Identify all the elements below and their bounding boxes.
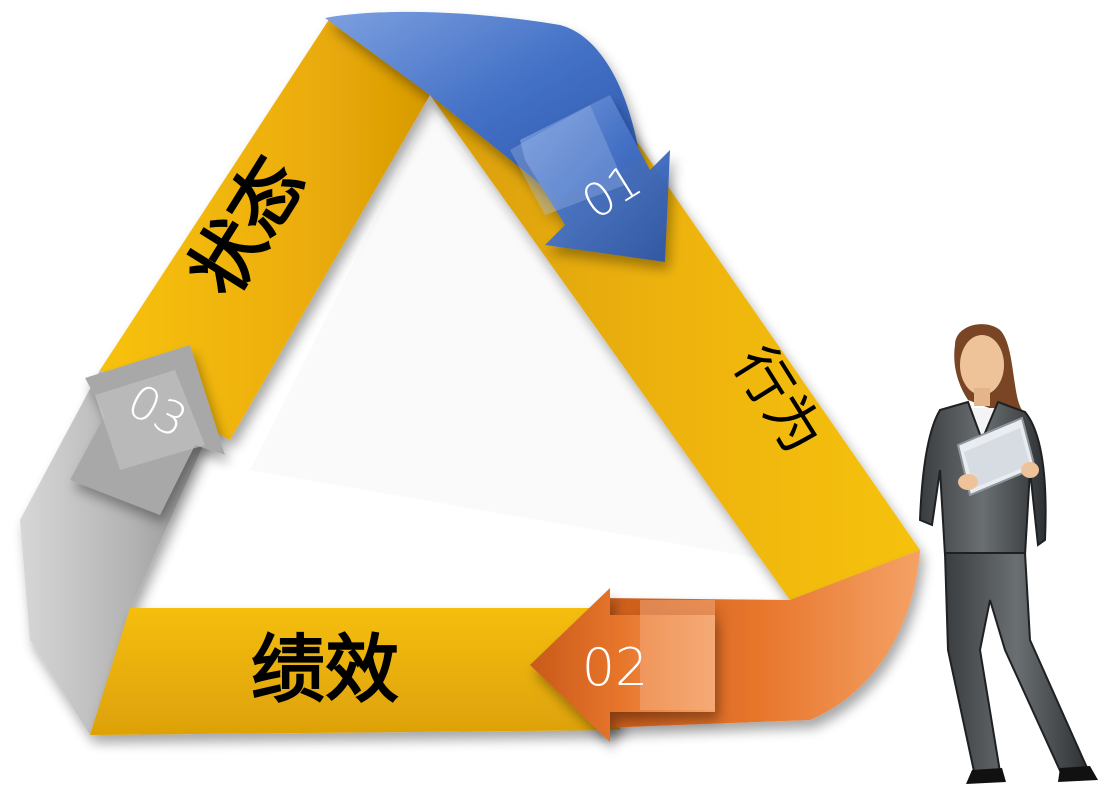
arrow-02-number: 02 — [582, 638, 648, 698]
segment-performance — [90, 608, 620, 735]
label-performance: 绩效 — [251, 627, 399, 713]
triangle-shadow — [250, 110, 770, 560]
segment-state — [100, 18, 430, 440]
businesswoman-icon — [918, 324, 1098, 784]
arrow-02: 02 — [530, 588, 715, 742]
arrow-03: 03 — [70, 345, 225, 515]
arrow-01: 01 — [510, 95, 670, 262]
